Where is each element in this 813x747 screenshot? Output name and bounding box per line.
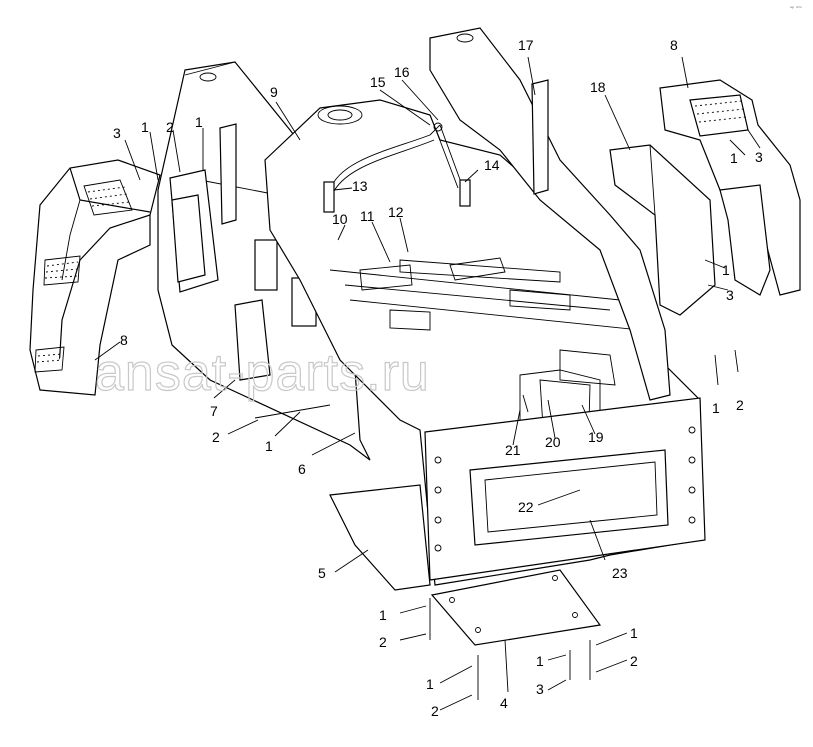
callout-1: 1 <box>141 119 149 135</box>
callout-1: 1 <box>195 114 203 130</box>
callout-9: 9 <box>270 84 278 100</box>
callout-3: 3 <box>726 287 734 303</box>
bottom-left-plate <box>329 484 431 591</box>
callout-1: 1 <box>536 653 544 669</box>
callout-22: 22 <box>518 499 534 515</box>
callout-1: 1 <box>630 625 638 641</box>
callout-2: 2 <box>166 119 174 135</box>
callout-15: 15 <box>370 74 386 90</box>
callout-6: 6 <box>298 461 306 477</box>
callout-5: 5 <box>318 565 326 581</box>
callout-2: 2 <box>736 397 744 413</box>
right-fender-step <box>659 79 801 296</box>
left-side-cover-panel <box>157 61 371 461</box>
callout-19: 19 <box>588 429 604 445</box>
callout-7: 7 <box>210 403 218 419</box>
leader-lines <box>94 56 761 711</box>
callout-2: 2 <box>630 653 638 669</box>
right-box-cover <box>609 144 716 316</box>
callout-3: 3 <box>536 681 544 697</box>
callout-21: 21 <box>505 442 521 458</box>
callout-17: 17 <box>518 37 534 53</box>
right-rear-upright <box>429 27 671 401</box>
callout-8: 8 <box>670 37 678 53</box>
callout-10: 10 <box>332 211 348 227</box>
callout-16: 16 <box>394 64 410 80</box>
callout-23: 23 <box>612 565 628 581</box>
callout-14: 14 <box>484 157 500 173</box>
front-frame-plate <box>424 397 706 581</box>
bottom-cover-plate <box>430 569 602 646</box>
callout-1: 1 <box>426 676 434 692</box>
callout-labels: 3 1 2 1 9 15 16 17 18 8 1 3 14 13 10 11 … <box>113 37 763 719</box>
callout-13: 13 <box>352 178 368 194</box>
callout-2: 2 <box>379 634 387 650</box>
callout-1: 1 <box>265 438 273 454</box>
callout-1: 1 <box>712 400 720 416</box>
callout-1: 1 <box>730 150 738 166</box>
callout-1: 1 <box>379 607 387 623</box>
callout-8: 8 <box>120 332 128 348</box>
callout-3: 3 <box>113 125 121 141</box>
hose-assembly <box>323 122 471 213</box>
bolts <box>254 349 739 700</box>
left-fender-step <box>29 159 161 396</box>
callout-11: 11 <box>360 208 375 224</box>
left-step-tread-upper <box>83 179 133 216</box>
callout-4: 4 <box>500 695 508 711</box>
callout-2: 2 <box>212 429 220 445</box>
callout-12: 12 <box>388 204 404 220</box>
corner-mark: ᵃᵖ ⁿⁱⁿⁱ <box>790 6 802 12</box>
left-step-tread-lower <box>34 255 81 373</box>
left-vent-grille-7 <box>234 239 317 381</box>
left-radiator-grille <box>171 194 206 283</box>
callout-20: 20 <box>545 434 561 450</box>
watermark-text: ansat-parts.ru <box>95 344 430 402</box>
callout-2: 2 <box>431 703 439 719</box>
callout-18: 18 <box>590 79 606 95</box>
callout-3: 3 <box>755 149 763 165</box>
callout-1: 1 <box>722 262 730 278</box>
